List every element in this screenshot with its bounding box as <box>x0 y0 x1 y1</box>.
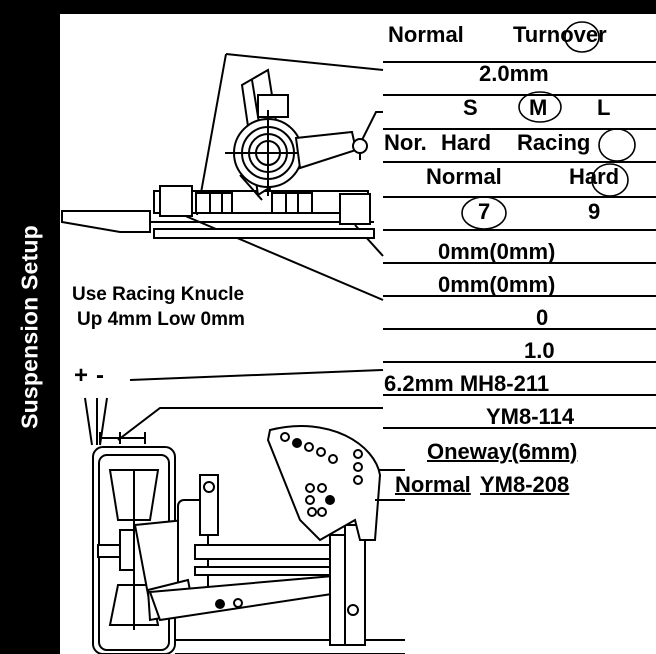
row9-value: 0 <box>536 305 549 330</box>
row13-value: Oneway(6mm) <box>427 439 578 464</box>
knuckle-note-line2: Up 4mm Low 0mm <box>77 309 245 330</box>
lower-assembly <box>84 369 405 654</box>
row14-normal: Normal <box>395 472 471 497</box>
row6-nine: 9 <box>588 199 601 224</box>
camber-plus-label: + <box>74 362 89 389</box>
row3-l: L <box>597 95 611 120</box>
camber-minus-label: - <box>96 362 104 389</box>
row1-normal: Normal <box>388 22 464 47</box>
knuckle-note-line1: Use Racing Knucle <box>72 284 245 305</box>
upper-assembly <box>61 53 384 301</box>
sidebar: Suspension Setup <box>0 0 60 654</box>
row2-value: 2.0mm <box>479 61 549 86</box>
row3-m: M <box>529 95 548 120</box>
selection-circles <box>461 21 636 230</box>
row14-part: YM8-208 <box>480 472 570 497</box>
row11-value: 6.2mm MH8-211 <box>384 371 550 396</box>
row3-s: S <box>463 95 478 120</box>
row7-value: 0mm(0mm) <box>438 239 556 264</box>
row5-normal: Normal <box>426 164 502 189</box>
row5-hard: Hard <box>569 164 620 189</box>
top-border <box>0 0 656 14</box>
row4-nor: Nor. <box>384 130 427 155</box>
row8-value: 0mm(0mm) <box>438 272 556 297</box>
row4-racing: Racing <box>517 130 591 155</box>
row10-value: 1.0 <box>524 338 555 363</box>
row6-seven: 7 <box>478 199 491 224</box>
row-rules <box>383 61 656 429</box>
row4-hard: Hard <box>441 130 492 155</box>
row12-value: YM8-114 <box>486 404 575 429</box>
row1-turnover: Turnover <box>513 22 607 47</box>
